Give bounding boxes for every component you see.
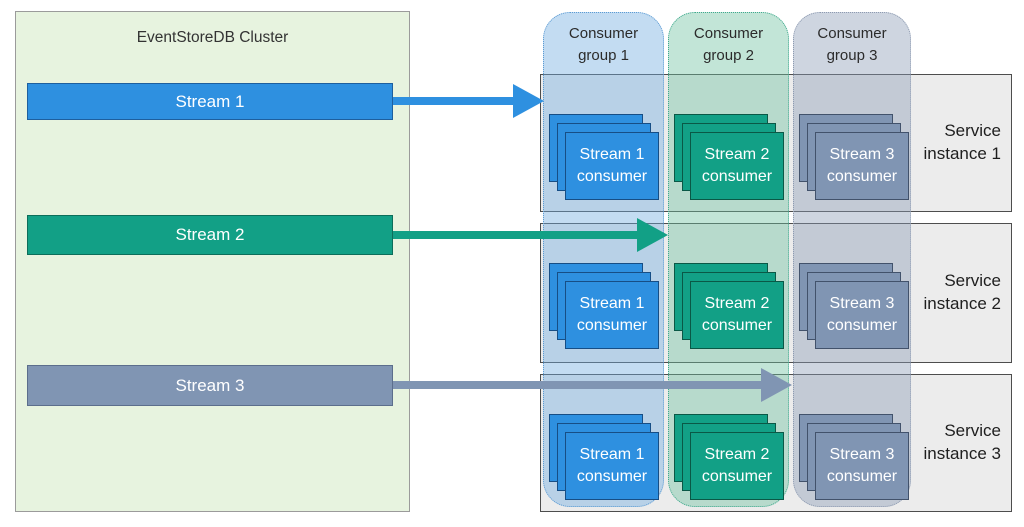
cluster-title: EventStoreDB Cluster [136,29,289,46]
consumer-card-stack-row3-group3: Stream 3 consumer [799,414,911,502]
consumer-card-stack-row1-group2: Stream 2 consumer [674,114,786,202]
stream-2-arrow-head [637,218,668,252]
consumer-group-2-label: Consumer group 2 [693,25,764,64]
stream-2-bar: Stream 2 [27,215,393,255]
stream-3-arrow-head [761,368,792,402]
consumer-card-front: Stream 3 consumer [815,132,909,200]
consumer-card-stack-row1-group3: Stream 3 consumer [799,114,911,202]
consumer-group-3-label: Consumer group 3 [817,25,887,64]
consumer-card-front: Stream 1 consumer [565,281,659,349]
consumer-card-stack-row1-group1: Stream 1 consumer [549,114,661,202]
consumer-group-1-label: Consumer group 1 [568,25,639,64]
stream-1-bar: Stream 1 [27,83,393,120]
consumer-card-stack-row3-group1: Stream 1 consumer [549,414,661,502]
stream-3-bar: Stream 3 [27,365,393,406]
service-instance-3-label: Service instance 3 [923,421,1002,463]
consumer-card-stack-row3-group2: Stream 2 consumer [674,414,786,502]
consumer-card-front: Stream 2 consumer [690,132,784,200]
stream-3-arrow-shaft [393,381,762,389]
stream-1-arrow-head [513,84,544,118]
stream-1-arrow-shaft [393,97,514,105]
consumer-card-front: Stream 2 consumer [690,432,784,500]
consumer-card-stack-row2-group2: Stream 2 consumer [674,263,786,351]
service-instance-1-label: Service instance 1 [923,121,1002,163]
consumer-card-stack-row2-group1: Stream 1 consumer [549,263,661,351]
service-instance-2-label: Service instance 2 [923,271,1002,313]
consumer-card-front: Stream 1 consumer [565,132,659,200]
consumer-card-stack-row2-group3: Stream 3 consumer [799,263,911,351]
consumer-card-front: Stream 1 consumer [565,432,659,500]
consumer-card-front: Stream 3 consumer [815,281,909,349]
consumer-card-front: Stream 3 consumer [815,432,909,500]
stream-2-arrow-shaft [393,231,638,239]
consumer-card-front: Stream 2 consumer [690,281,784,349]
